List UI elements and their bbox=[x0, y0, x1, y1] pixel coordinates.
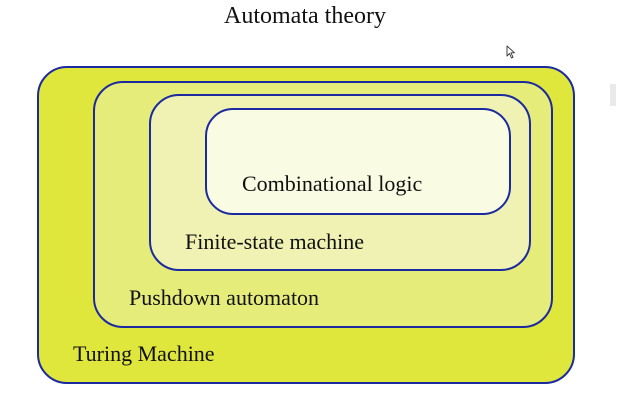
turing-machine-label: Turing Machine bbox=[73, 341, 215, 366]
diagram-title: Automata theory bbox=[224, 3, 386, 29]
mouse-pointer-icon bbox=[506, 45, 515, 59]
page-edge-divider bbox=[610, 84, 616, 106]
combinational-logic-region bbox=[205, 108, 511, 215]
finite-state-machine-label: Finite-state machine bbox=[185, 229, 364, 254]
combinational-logic-label: Combinational logic bbox=[242, 171, 423, 196]
pushdown-automaton-label: Pushdown automaton bbox=[129, 285, 320, 310]
